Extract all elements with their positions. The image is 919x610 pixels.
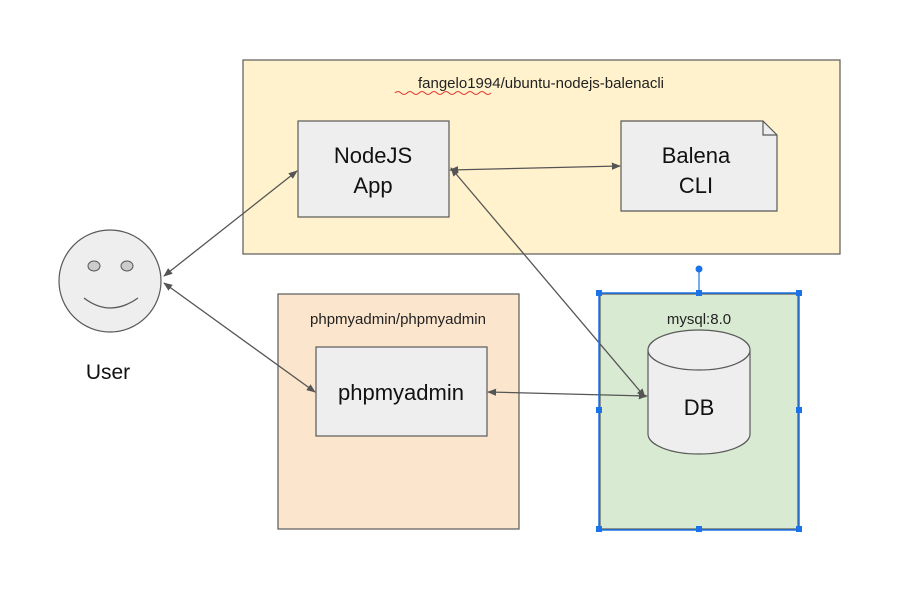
balena-container-label: fangelo1994/ubuntu-nodejs-balenacli bbox=[418, 75, 664, 92]
db-label: DB bbox=[684, 395, 715, 420]
connector-phpmyadmin-db[interactable] bbox=[487, 388, 648, 400]
connector-user-nodejs[interactable] bbox=[163, 170, 298, 277]
smiley-mouth bbox=[83, 297, 139, 309]
smiley-face-icon bbox=[58, 229, 162, 333]
user-label: User bbox=[86, 361, 130, 384]
selection-frame bbox=[596, 265, 802, 532]
nodejs-app-label-line1: NodeJS bbox=[334, 143, 412, 168]
connector-user-phpmyadmin[interactable] bbox=[163, 282, 316, 393]
db-cylinder[interactable]: DB bbox=[647, 329, 751, 455]
resize-handle-e[interactable] bbox=[796, 407, 802, 413]
phpmyadmin-node[interactable]: phpmyadmin bbox=[315, 346, 488, 437]
resize-handle-sw[interactable] bbox=[596, 526, 602, 532]
smiley-right-eye bbox=[120, 260, 134, 272]
user-actor[interactable]: User bbox=[58, 229, 162, 384]
mysql-container-label: mysql:8.0 bbox=[667, 311, 731, 328]
resize-handle-n[interactable] bbox=[696, 290, 702, 296]
resize-handle-w[interactable] bbox=[596, 407, 602, 413]
balena-cli-label-line1: Balena bbox=[662, 143, 731, 168]
resize-handle-nw[interactable] bbox=[596, 290, 602, 296]
spellcheck-underline bbox=[394, 91, 492, 95]
nodejs-app-node[interactable]: NodeJS App bbox=[297, 120, 450, 218]
phpmyadmin-label: phpmyadmin bbox=[338, 380, 464, 405]
rotate-handle[interactable] bbox=[695, 265, 703, 273]
balena-cli-node[interactable]: Balena CLI bbox=[620, 120, 778, 212]
resize-handle-se[interactable] bbox=[796, 526, 802, 532]
smiley-left-eye bbox=[87, 260, 101, 272]
phpmyadmin-container-label: phpmyadmin/phpmyadmin bbox=[310, 311, 486, 328]
resize-handle-s[interactable] bbox=[696, 526, 702, 532]
connector-nodejs-db[interactable] bbox=[450, 167, 646, 398]
balena-cli-label-line2: CLI bbox=[679, 173, 713, 198]
nodejs-app-label-line2: App bbox=[353, 173, 392, 198]
resize-handle-ne[interactable] bbox=[796, 290, 802, 296]
